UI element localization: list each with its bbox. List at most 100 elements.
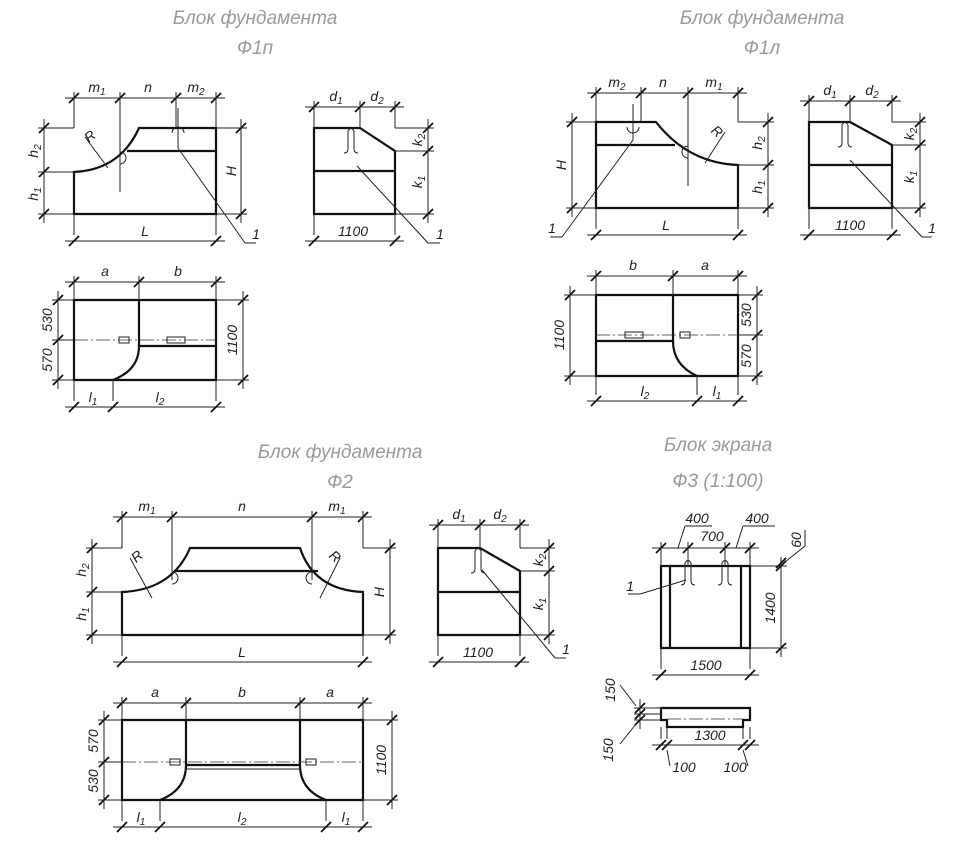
plan-curve bbox=[112, 300, 141, 382]
dimension-label: L bbox=[662, 217, 670, 233]
loop-mark-icon bbox=[305, 571, 313, 585]
dimension-label: d2 bbox=[865, 82, 879, 101]
dimension-label: k1 bbox=[409, 176, 428, 189]
dimension-tick bbox=[737, 739, 749, 751]
radius-leader bbox=[84, 136, 109, 169]
dimension-tick bbox=[732, 395, 744, 407]
dimension-label: l1 bbox=[342, 809, 351, 828]
dimension-label: d1 bbox=[452, 506, 465, 525]
dimension-label: m1 bbox=[328, 498, 345, 517]
leader-line bbox=[639, 579, 687, 595]
dimension-label: d2 bbox=[370, 88, 384, 107]
drawing-title: Блок фундамента bbox=[258, 442, 423, 463]
dimension-tick bbox=[210, 235, 222, 247]
dimension-label: k2 bbox=[409, 133, 428, 146]
dimension-tick bbox=[308, 235, 320, 247]
plan-curve bbox=[298, 720, 327, 802]
dimension-label: 1 bbox=[626, 578, 634, 594]
dimension-label: a bbox=[101, 263, 109, 279]
leader-line bbox=[356, 165, 429, 244]
dimension-tick bbox=[775, 557, 787, 569]
dimension-tick bbox=[68, 401, 80, 413]
drawing-code: Ф1п bbox=[237, 38, 274, 59]
drawing-code: Ф3 (1:100) bbox=[672, 471, 763, 492]
drawing-code: Ф2 bbox=[327, 472, 353, 493]
leader-line bbox=[619, 684, 637, 707]
dimension-label: 530 bbox=[85, 769, 101, 793]
dimension-tick bbox=[886, 229, 898, 241]
dimension-label: 530 bbox=[39, 308, 55, 332]
dimension-label: 1 bbox=[548, 220, 556, 236]
dimension-label: H bbox=[553, 159, 569, 170]
dimension-label: k2 bbox=[530, 553, 549, 566]
dimension-tick bbox=[357, 656, 369, 668]
dimension-label: 1400 bbox=[762, 592, 778, 623]
plan-view-outline bbox=[120, 718, 365, 802]
leader-line bbox=[666, 749, 671, 767]
dimension-tick bbox=[116, 656, 128, 668]
front-view-outline bbox=[120, 546, 365, 637]
dimension-label: a bbox=[326, 684, 334, 700]
lifting-loop-icon bbox=[470, 548, 486, 574]
dimension-label: 1100 bbox=[338, 223, 368, 239]
dimension-tick bbox=[210, 401, 222, 413]
dimension-label: 1 bbox=[562, 641, 570, 657]
dimension-label: H bbox=[223, 165, 239, 176]
leader-line bbox=[677, 525, 686, 549]
dimension-tick bbox=[661, 739, 673, 751]
plan-curve bbox=[671, 295, 698, 377]
dimension-label: b bbox=[629, 257, 637, 273]
loop-mark-icon bbox=[681, 145, 689, 159]
dimension-tick bbox=[357, 821, 369, 833]
side-view-outline bbox=[807, 120, 894, 210]
dimension-label: k2 bbox=[901, 127, 920, 140]
dimension-label: h1 bbox=[749, 180, 768, 193]
dimension-label: l1 bbox=[713, 383, 722, 402]
dimension-label: 1100 bbox=[835, 217, 865, 233]
dimension-label: l2 bbox=[238, 809, 247, 828]
dimension-tick bbox=[107, 401, 119, 413]
dimension-label: R bbox=[128, 547, 146, 566]
dimension-label: 700 bbox=[700, 528, 724, 544]
dimension-label: R bbox=[708, 122, 726, 141]
leader-line bbox=[481, 569, 556, 659]
front-view-outline bbox=[72, 126, 218, 216]
dimension-label: h2 bbox=[73, 563, 92, 577]
leader-line bbox=[735, 525, 744, 549]
dimension-label: 60 bbox=[788, 532, 804, 548]
front-view-outline bbox=[594, 120, 740, 210]
dimension-tick bbox=[655, 739, 667, 751]
screen-front-outline bbox=[659, 564, 752, 650]
dimension-tick bbox=[590, 229, 602, 241]
loop-mark-icon bbox=[626, 126, 640, 134]
dimension-label: 1 bbox=[252, 226, 260, 242]
dimension-tick bbox=[732, 229, 744, 241]
loop-mark-icon bbox=[171, 126, 185, 134]
anchor-icon bbox=[118, 336, 130, 344]
dimension-label: 1100 bbox=[551, 320, 567, 350]
dimension-label: k1 bbox=[901, 171, 920, 184]
dimension-label: R bbox=[81, 127, 99, 146]
anchor-icon bbox=[679, 331, 691, 339]
dimension-tick bbox=[389, 235, 401, 247]
dimension-label: 1300 bbox=[694, 727, 725, 743]
radius-leader bbox=[704, 131, 726, 164]
drawing-title: Блок фундамента bbox=[173, 8, 338, 29]
drawing-title: Блок экрана bbox=[664, 435, 772, 456]
dimension-label: h1 bbox=[73, 607, 92, 620]
dimension-label: d1 bbox=[329, 88, 342, 107]
leader-line bbox=[177, 147, 246, 244]
dimension-label: d2 bbox=[493, 506, 507, 525]
dimension-label: n bbox=[144, 79, 152, 95]
dimension-label: 100 bbox=[723, 759, 747, 775]
dimension-label: 1 bbox=[928, 220, 936, 236]
dimension-label: h2 bbox=[749, 136, 768, 150]
dimension-label: k1 bbox=[530, 598, 549, 611]
leader-line bbox=[849, 159, 923, 238]
dimension-tick bbox=[691, 395, 703, 407]
dimension-label: m1 bbox=[138, 498, 155, 517]
dimension-label: b bbox=[238, 684, 246, 700]
dimension-label: h1 bbox=[25, 187, 44, 200]
dimension-label: m2 bbox=[608, 74, 626, 93]
